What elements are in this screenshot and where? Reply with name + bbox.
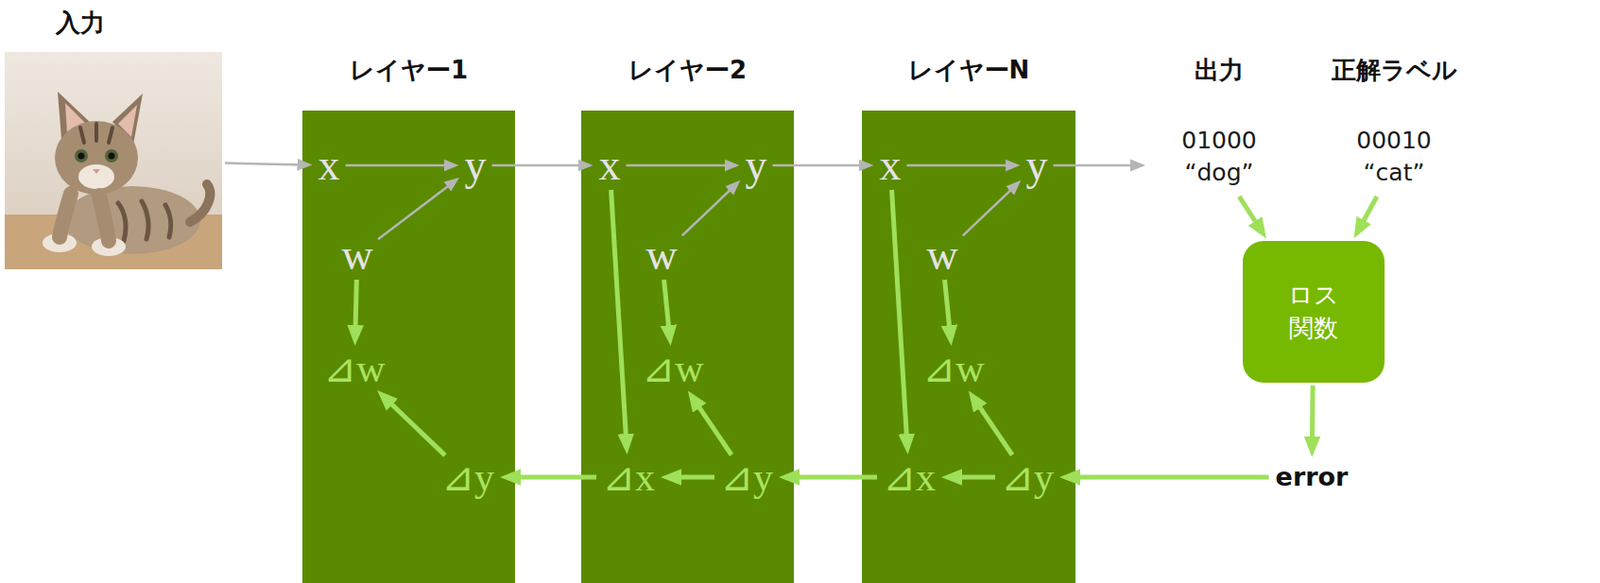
forward-arrow <box>224 163 306 166</box>
layer-box: レイヤー2xyw⊿w⊿x⊿y <box>581 110 794 583</box>
variable-label: y <box>742 143 771 188</box>
backward-arrow <box>1238 196 1261 230</box>
node-text: w <box>338 233 376 277</box>
backward-arrow <box>945 279 951 336</box>
kitten-legs <box>59 193 109 241</box>
forward-arrow <box>378 182 454 241</box>
gradient-label: ⊿x <box>599 457 658 498</box>
kitten-tail <box>189 184 210 223</box>
node-heading: 正解ラベル <box>1331 54 1458 87</box>
node-text: 00010 “cat” <box>1341 124 1446 190</box>
gradient-label: ⊿y <box>717 457 776 498</box>
node-text: 01000 “dog” <box>1167 124 1272 190</box>
node-heading: レイヤーN <box>908 54 1031 87</box>
layer-box: レイヤー1xyw⊿w⊿y <box>302 110 516 583</box>
node-text: x <box>315 143 344 188</box>
kitten-head-stripes <box>80 123 113 143</box>
node-text: ⊿w <box>638 348 706 389</box>
kitten-nose <box>92 169 101 174</box>
node-heading: 入力 <box>55 7 105 40</box>
node-text: w <box>923 233 961 277</box>
backward-arrow <box>510 475 597 481</box>
backward-arrow <box>974 399 1013 456</box>
backward-arrow <box>670 475 715 481</box>
node-text: ⊿w <box>320 348 388 389</box>
gradient-label: ⊿y <box>997 457 1057 498</box>
node-text: x <box>877 143 905 188</box>
variable-label: x <box>596 143 624 188</box>
node-text: error <box>1272 460 1353 495</box>
backward-arrow <box>1359 196 1377 230</box>
backward-arrow <box>1309 385 1316 448</box>
photo-background <box>4 51 223 270</box>
variable-label: w <box>642 233 680 277</box>
gradient-label: ⊿w <box>638 348 706 389</box>
kitten-pupil <box>78 153 86 160</box>
gradient-label: ⊿w <box>919 348 987 389</box>
node-heading: レイヤー1 <box>349 54 468 87</box>
node-text: ロス 関数 <box>1276 278 1351 345</box>
node-text: y <box>462 143 490 188</box>
kitten-eye <box>74 149 88 163</box>
backward-arrow <box>1069 474 1270 480</box>
forward-arrow <box>492 164 586 168</box>
node-text: y <box>742 143 771 188</box>
node-text: ⊿x <box>879 457 939 498</box>
forward-arrow <box>1053 164 1139 168</box>
variable-label: w <box>923 233 961 277</box>
node-text: ⊿y <box>997 457 1057 498</box>
forward-arrow <box>963 185 1016 236</box>
kitten-body <box>64 186 201 255</box>
variable-label: y <box>1023 143 1051 188</box>
backward-arrow <box>789 475 878 481</box>
node-heading: レイヤー2 <box>628 54 747 87</box>
forward-arrow <box>682 185 736 236</box>
variable-label: y <box>462 143 490 188</box>
kitten-muzzle <box>78 164 115 190</box>
error-signal: error <box>1272 460 1353 495</box>
backward-arrow <box>693 399 732 456</box>
output-vector: 出力 01000 “dog” <box>1148 54 1291 194</box>
node-text: ⊿y <box>438 457 498 498</box>
variable-label: x <box>315 143 344 188</box>
variable-label: w <box>338 233 376 277</box>
backward-arrow <box>384 397 446 456</box>
kitten-stripes <box>118 201 172 241</box>
backward-arrow <box>355 279 357 336</box>
backward-arrow <box>611 189 627 445</box>
backward-arrow <box>892 189 908 445</box>
variable-label: x <box>877 143 905 188</box>
node-text: x <box>596 143 624 188</box>
forward-arrow <box>345 164 452 168</box>
node-text: w <box>642 233 680 277</box>
backward-arrow <box>951 475 996 481</box>
input-image: 入力 <box>4 51 223 270</box>
forward-arrow <box>907 164 1014 168</box>
kitten-head <box>54 120 138 195</box>
gradient-label: ⊿w <box>320 348 388 389</box>
gradient-label: ⊿x <box>879 457 939 498</box>
gradient-label: ⊿y <box>438 457 498 498</box>
loss-function-box: ロス 関数 <box>1242 240 1385 383</box>
forward-arrow <box>773 164 867 168</box>
forward-arrow <box>626 164 733 168</box>
node-text: ⊿x <box>599 457 658 498</box>
backward-arrow <box>664 279 671 336</box>
node-heading: 出力 <box>1194 54 1244 87</box>
kitten-eye <box>104 149 119 163</box>
kitten-pupil <box>108 153 116 160</box>
output-vector: 正解ラベル 00010 “cat” <box>1313 54 1475 194</box>
node-text: ⊿y <box>717 457 776 498</box>
node-text: y <box>1023 143 1051 188</box>
node-text: ⊿w <box>919 348 987 389</box>
layer-box: レイヤーNxyw⊿w⊿x⊿y <box>861 110 1076 583</box>
kitten-photo <box>4 51 223 270</box>
